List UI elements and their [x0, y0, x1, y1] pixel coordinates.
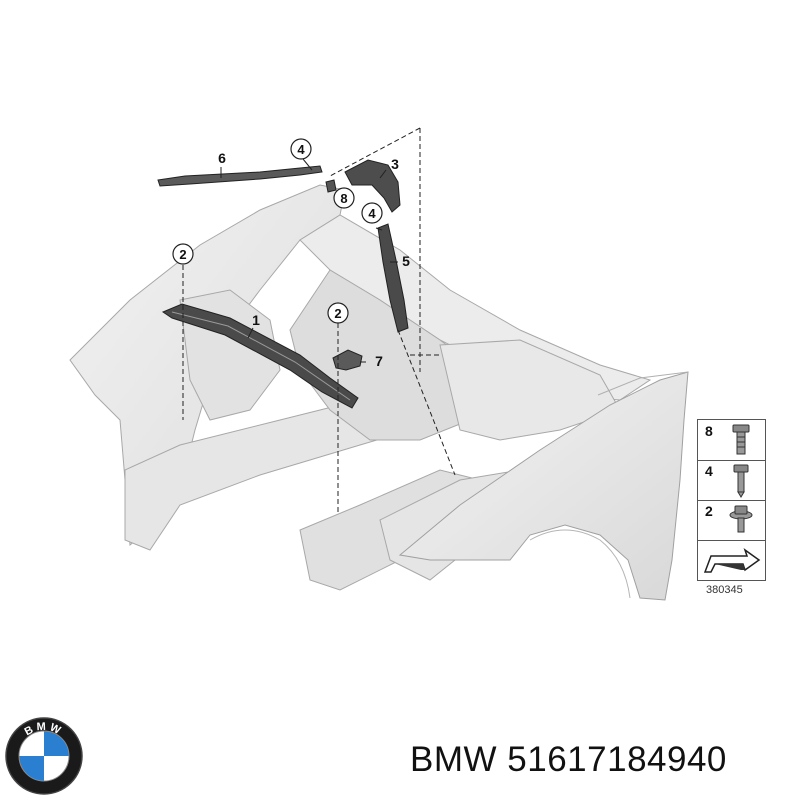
svg-text:4: 4	[297, 142, 305, 157]
part-5-strut-brace	[377, 223, 409, 333]
label-part-7: 7	[375, 353, 383, 369]
label-part-5: 5	[402, 253, 410, 269]
svg-text:4: 4	[368, 206, 376, 221]
part-7-clip	[332, 349, 363, 371]
part-1-cross-strut	[161, 303, 359, 409]
part-3-bracket	[344, 159, 401, 213]
label-part-3: 3	[391, 156, 399, 172]
svg-text:2: 2	[179, 247, 186, 262]
legend-row-8: 8	[698, 420, 765, 461]
direction-arrow-icon	[703, 548, 761, 573]
part-8-bolt	[325, 179, 337, 193]
body-structure	[69, 184, 652, 591]
part-6-upper-bar	[157, 165, 323, 187]
flange-bolt-icon	[729, 505, 753, 533]
legend-row-label: 8	[705, 423, 713, 439]
diagram-id: 380345	[706, 584, 743, 596]
legend-row-arrow	[698, 540, 765, 580]
part-number: 51617184940	[507, 740, 727, 779]
front-fender	[398, 371, 689, 601]
legend-row-label: 2	[705, 503, 713, 519]
svg-text:2: 2	[334, 306, 341, 321]
brand-name: BMW	[410, 740, 498, 779]
label-part-1: 1	[252, 312, 260, 328]
callout-part-4-top: 4	[290, 138, 312, 160]
fastener-legend: 8 4 2	[697, 419, 766, 581]
callout-part-8: 8	[333, 187, 355, 209]
callout-part-4-right: 4	[361, 202, 383, 224]
svg-text:8: 8	[340, 191, 347, 206]
svg-text:BMW: BMW	[23, 721, 66, 739]
legend-row-2: 2	[698, 500, 765, 541]
label-part-6: 6	[218, 150, 226, 166]
callout-part-2-left: 2	[172, 243, 194, 265]
legend-row-4: 4	[698, 460, 765, 501]
bolt-icon	[732, 424, 750, 455]
dashed-guide-lines	[182, 127, 456, 515]
legend-row-label: 4	[705, 463, 713, 479]
callout-part-2-center: 2	[327, 302, 349, 324]
bmw-logo-icon: BMW	[5, 717, 83, 795]
part-caption: BMW 51617184940	[410, 740, 727, 780]
screw-icon	[733, 464, 749, 498]
